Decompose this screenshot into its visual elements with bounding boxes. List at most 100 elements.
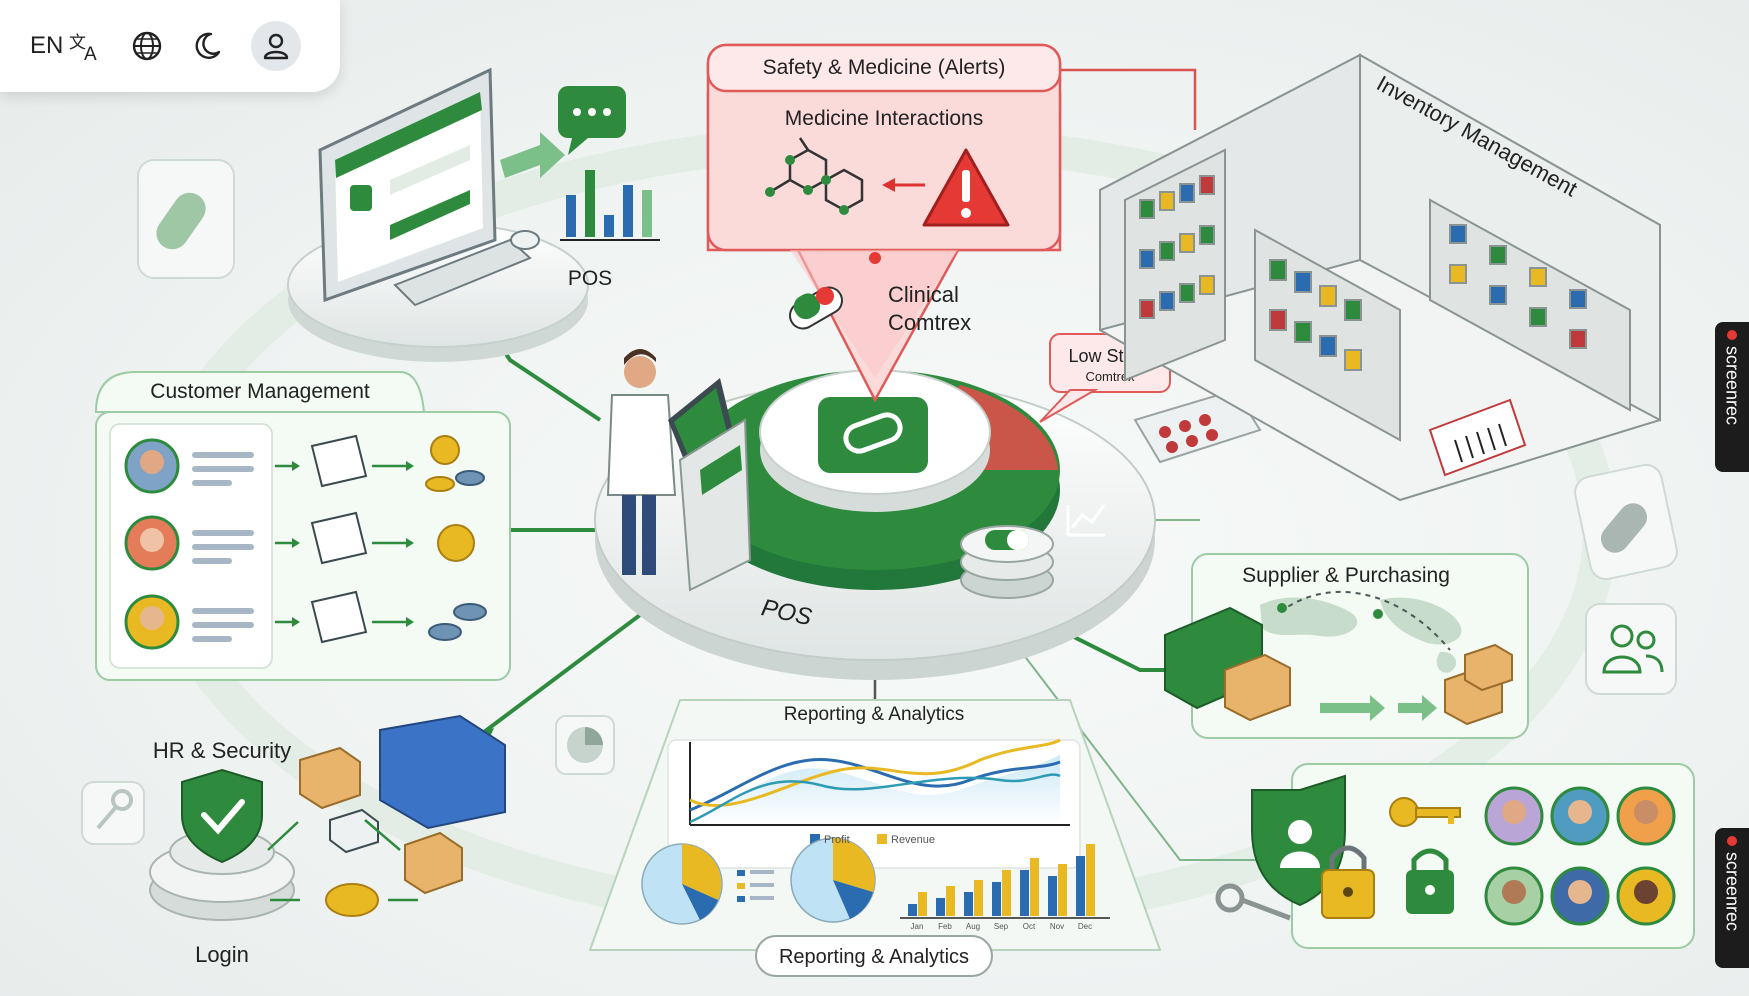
pie-tile-icon — [555, 715, 615, 775]
link-node-icon — [869, 252, 881, 264]
staff-avatars — [1484, 786, 1676, 926]
month-tick-label: Dec — [1078, 922, 1092, 931]
user-account-button[interactable] — [251, 21, 302, 71]
bar — [1076, 856, 1085, 916]
padlock-icon — [1321, 845, 1375, 919]
bar — [1048, 876, 1057, 916]
bar — [974, 880, 983, 916]
coin-icon — [325, 883, 379, 917]
pos-workstation — [287, 67, 589, 362]
box-icon — [1224, 653, 1291, 722]
language-switcher[interactable]: EN 文 A — [30, 30, 103, 62]
month-tick-label: Oct — [1023, 922, 1036, 931]
users-tile-icon — [1585, 603, 1677, 695]
pos-kiosk — [668, 378, 752, 592]
medicine-interactions-label: Medicine Interactions — [785, 107, 983, 130]
stacked-coins-pill-icon — [960, 525, 1054, 599]
reporting-pill-button[interactable] — [755, 935, 993, 977]
month-tick-label: Nov — [1050, 922, 1064, 931]
bar — [908, 904, 917, 916]
reporting-panel — [589, 699, 1161, 977]
bar-chart — [908, 844, 1095, 916]
globe-button[interactable] — [131, 30, 163, 62]
month-tick-label: Sep — [994, 922, 1009, 931]
revenue-line — [689, 738, 1061, 807]
key-icon — [1215, 883, 1291, 921]
profit-line — [689, 758, 1061, 812]
pos-top-chart-icon — [558, 86, 660, 241]
ledger-book-icon — [310, 434, 368, 644]
warning-icon — [922, 148, 1010, 227]
pharmacist-figure — [606, 349, 677, 575]
dark-mode-toggle[interactable] — [191, 30, 223, 62]
map-pin-icon — [1277, 603, 1287, 613]
reporting-bottom-label: Reporting & Analytics — [779, 946, 969, 968]
container-icon — [379, 714, 506, 830]
bar — [918, 892, 927, 916]
legend-revenue-label: Revenue — [891, 834, 935, 846]
globe-icon — [133, 31, 162, 61]
green-padlock-icon — [1406, 848, 1454, 914]
legend-swatch-revenue — [877, 834, 887, 844]
pill-tile-icon — [137, 159, 235, 279]
comtrex-label: Comtrex — [888, 310, 971, 335]
language-code: EN — [30, 32, 64, 59]
pill-icon — [843, 412, 903, 454]
hr-security-group — [149, 714, 506, 921]
barcode-label-icon — [1428, 398, 1527, 477]
shelf-units — [1124, 148, 1631, 442]
legend-swatch-profit — [810, 834, 820, 844]
bar — [992, 882, 1001, 916]
safety-panel-title: Safety & Medicine (Alerts) — [763, 56, 1006, 79]
login-label: Login — [195, 942, 249, 967]
pie-chart-icon — [641, 843, 723, 925]
record-dot-icon — [1727, 836, 1737, 846]
arrow-icon — [1320, 695, 1385, 721]
coins-icon — [425, 435, 487, 641]
bar — [1030, 858, 1039, 916]
donut-chart-icon — [790, 837, 876, 923]
svg-text:文: 文 — [69, 33, 86, 52]
screenrec-tab-top[interactable]: screenrec — [1715, 322, 1749, 472]
box-icon — [404, 831, 463, 895]
bar — [1058, 864, 1067, 916]
user-icon — [264, 33, 289, 60]
arrow-icon — [500, 132, 565, 178]
bar — [964, 892, 973, 916]
month-tick-label: Jan — [911, 922, 924, 931]
screenrec-label: screenrec — [1722, 852, 1743, 932]
bar-chart-month-labels: Jan Feb Aug Sep Oct Nov Dec — [911, 922, 1093, 931]
hr-security-label: HR & Security — [153, 738, 291, 763]
bar — [1086, 844, 1095, 916]
customer-panel-title: Customer Management — [150, 380, 370, 403]
capsule-icon — [789, 286, 843, 330]
month-tick-label: Aug — [966, 922, 980, 931]
supplier-purchasing-panel — [1164, 553, 1529, 739]
bar — [946, 886, 955, 916]
bar — [936, 898, 945, 916]
screenrec-tab-bottom[interactable]: screenrec — [1715, 828, 1749, 968]
translate-icon: 文 A — [69, 33, 97, 62]
reporting-top-label: Reporting & Analytics — [784, 704, 965, 725]
record-dot-icon — [1727, 330, 1737, 340]
moon-icon — [195, 32, 221, 59]
security-staff-panel — [1215, 763, 1695, 949]
top-toolbar: EN 文 A — [0, 0, 340, 92]
legend-list-icon — [737, 870, 774, 902]
clinical-label: Clinical — [888, 282, 959, 307]
chip-icon — [329, 808, 379, 854]
gold-key-icon — [1389, 797, 1461, 827]
app-icon — [350, 185, 372, 211]
month-tick-label: Feb — [938, 922, 952, 931]
key-tile-icon — [81, 781, 145, 845]
box-icon — [299, 746, 361, 810]
safety-medicine-panel — [706, 43, 1062, 403]
svg-text:A: A — [84, 44, 97, 62]
mouse-icon — [510, 230, 540, 250]
pos-top-label: POS — [568, 267, 612, 290]
screenrec-label: screenrec — [1722, 346, 1743, 426]
blister-pack-icon — [1133, 388, 1262, 464]
bar — [1002, 870, 1011, 916]
map-pin-icon — [1373, 609, 1383, 619]
